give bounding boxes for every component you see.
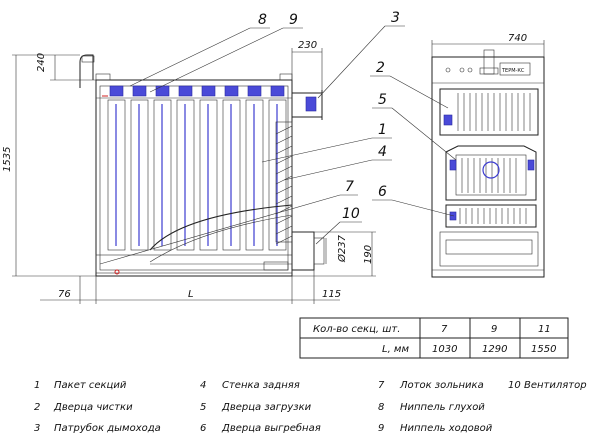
table-lengths-2: 1550 [531,344,556,355]
table-row1-label: Кол-во секц, шт. [313,324,400,335]
callout-leaders [99,25,457,265]
hatch-line [275,145,293,155]
callout-10: 10 [342,206,360,222]
cleaning-door [439,88,539,136]
section-column [222,99,241,251]
section-column [153,99,172,251]
dim-L: L [188,289,194,300]
legend-num-3: 3 [34,423,40,434]
legend-text-10: Вентилятор [524,380,587,391]
section-column [176,99,195,251]
section-cap [247,85,262,97]
legend-num-10: 10 [508,380,521,391]
hatch-line [275,195,293,205]
callout-4: 4 [378,144,387,160]
hatch-line [275,225,293,235]
section-column [130,99,149,251]
dim-1535: 1535 [2,147,13,172]
section-columns [107,85,287,251]
legend-text-8: Ниппель глухой [400,402,485,413]
legend-num-7: 7 [378,380,385,391]
brand-plate-text: ТЕРМ-КС [501,68,525,74]
legend-text-9: Ниппель ходовой [400,423,493,434]
brand-plate [499,62,531,76]
dim-d237: Ø237 [336,234,348,263]
section-cap [178,85,193,97]
section-cap [132,85,147,97]
legend-num-4: 4 [200,380,206,391]
section-column [199,99,218,251]
legend: 1 Пакет секций 2 Дверца чистки 3 Патрубо… [34,380,587,434]
dim-190: 190 [363,245,374,264]
section-column [107,99,126,251]
callout-3: 3 [391,10,400,26]
dim-240: 240 [36,53,47,72]
legend-num-8: 8 [378,402,384,413]
rear-wall-hatch [275,125,293,245]
section-cap [224,85,239,97]
callout-numbers: 8 9 3 2 5 1 4 6 7 10 [258,10,400,222]
section-cap [109,85,124,97]
hatch-line [275,185,293,195]
hatch-line [275,165,293,175]
legend-num-6: 6 [200,423,206,434]
hatch-line [275,215,293,225]
legend-num-2: 2 [34,402,40,413]
callout-1: 1 [378,122,387,138]
front-view: ТЕРМ-КС 740 [431,33,545,278]
spec-table: Кол-во секц, шт. L, мм 7 9 11 1030 1290 … [299,317,569,359]
section-cap [155,85,170,97]
section-column [245,99,264,251]
hatch-line [275,235,293,245]
legend-num-1: 1 [34,380,40,391]
table-row2-label: L, мм [382,344,409,355]
legend-text-7: Лоток зольника [399,380,484,391]
dim-76: 76 [58,289,71,300]
hatch-line [275,155,293,165]
legend-text-6: Дверца выгребная [221,422,321,434]
loading-door [445,145,537,201]
table-lengths-0: 1030 [432,344,457,355]
legend-text-4: Стенка задняя [222,380,300,391]
table-sections-0: 7 [441,324,448,335]
section-cap [270,85,285,97]
callout-8: 8 [258,12,267,28]
section-cap [201,85,216,97]
callout-2: 2 [376,60,385,76]
dim-740: 740 [508,33,527,44]
callout-9: 9 [289,12,298,28]
legend-text-3: Патрубок дымохода [54,422,161,434]
callout-5: 5 [378,92,387,108]
hatch-line [275,135,293,145]
ash-door [445,204,537,228]
side-view [79,54,325,277]
callout-7: 7 [345,179,354,195]
side-dimensions: 240 1535 230 Ø237 190 76 L 115 [2,40,376,304]
callout-6: 6 [378,184,387,200]
table-lengths-1: 1290 [482,344,507,355]
dim-230: 230 [298,40,317,51]
fan-housing [291,231,315,271]
table-sections-1: 9 [491,324,497,335]
legend-num-9: 9 [378,423,384,434]
table-sections-2: 11 [538,324,551,335]
section-column [268,99,287,251]
legend-text-5: Дверца загрузки [221,402,312,413]
legend-text-2: Дверца чистки [53,402,133,413]
dim-115: 115 [322,289,341,300]
legend-text-1: Пакет секций [54,380,127,391]
legend-num-5: 5 [200,402,206,413]
hatch-line [275,125,293,135]
